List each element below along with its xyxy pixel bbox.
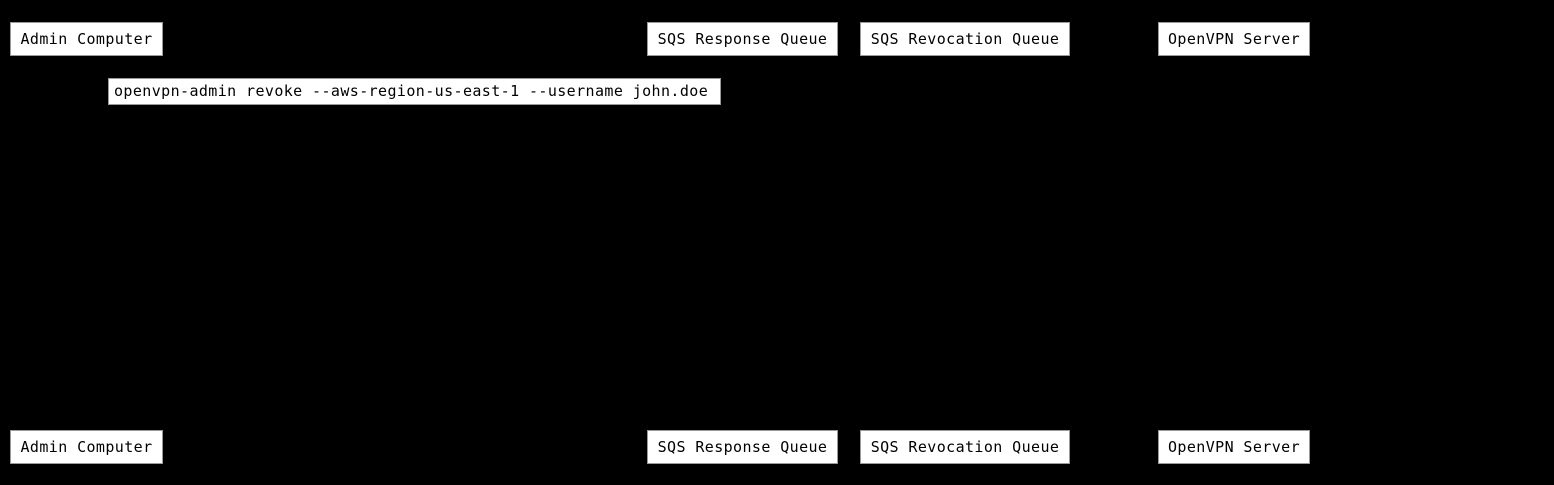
participant-footer-sqs-revocation-queue[interactable]: SQS Revocation Queue bbox=[860, 430, 1070, 464]
participant-header-openvpn-server[interactable]: OpenVPN Server bbox=[1158, 22, 1310, 56]
lifeline-sqs-revocation-queue bbox=[964, 56, 965, 430]
participant-footer-openvpn-server[interactable]: OpenVPN Server bbox=[1158, 430, 1310, 464]
participant-header-admin-computer[interactable]: Admin Computer bbox=[10, 22, 163, 56]
participant-header-sqs-revocation-queue[interactable]: SQS Revocation Queue bbox=[860, 22, 1070, 56]
note-revoke-command[interactable]: openvpn-admin revoke --aws-region-us-eas… bbox=[108, 78, 721, 105]
participant-footer-sqs-response-queue[interactable]: SQS Response Queue bbox=[647, 430, 838, 464]
lifeline-admin-computer bbox=[86, 56, 87, 430]
participant-footer-admin-computer[interactable]: Admin Computer bbox=[10, 430, 163, 464]
lifeline-openvpn-server bbox=[1233, 56, 1234, 430]
lifeline-sqs-response-queue bbox=[742, 56, 743, 430]
participant-header-sqs-response-queue[interactable]: SQS Response Queue bbox=[647, 22, 838, 56]
